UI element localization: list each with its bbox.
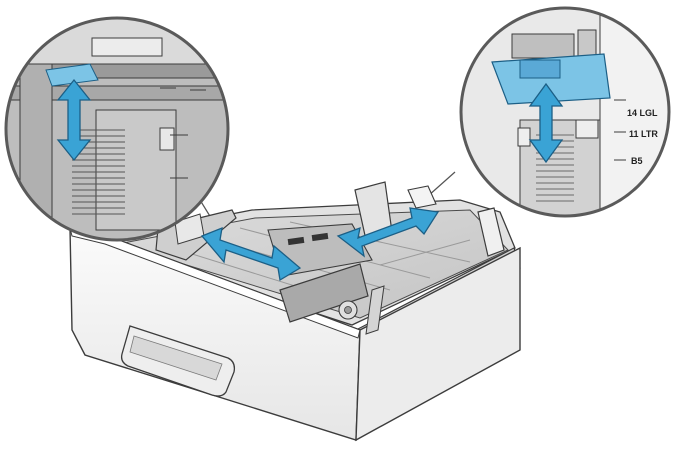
tray-side-face bbox=[355, 246, 521, 442]
double-arrow-vertical-icon-left-zoom bbox=[56, 78, 92, 162]
length-guide-grip bbox=[287, 232, 329, 246]
size-label-b5: B5 bbox=[631, 156, 643, 166]
tray-handle-inner bbox=[129, 335, 223, 381]
guide-latch-center bbox=[344, 306, 352, 314]
front-guide-block bbox=[279, 263, 369, 323]
double-arrow-horizontal-icon-right bbox=[336, 207, 440, 258]
paper-tray bbox=[69, 181, 521, 442]
size-label-11-ltr: 11 LTR bbox=[629, 129, 658, 139]
size-marks bbox=[614, 99, 626, 161]
zoom-right: 14 LGL 11 LTR B5 bbox=[459, 6, 671, 218]
double-arrow-horizontal-icon-left bbox=[200, 226, 302, 282]
side-clip bbox=[365, 285, 385, 335]
double-arrow-vertical-icon-right-zoom bbox=[528, 82, 564, 164]
tray-right-end bbox=[477, 207, 505, 257]
size-label-14-lgl: 14 LGL bbox=[627, 108, 658, 118]
left-zoom-ribs bbox=[72, 129, 125, 215]
rear-guide-tab bbox=[407, 185, 437, 209]
left-zoom-highlight bbox=[45, 63, 99, 87]
